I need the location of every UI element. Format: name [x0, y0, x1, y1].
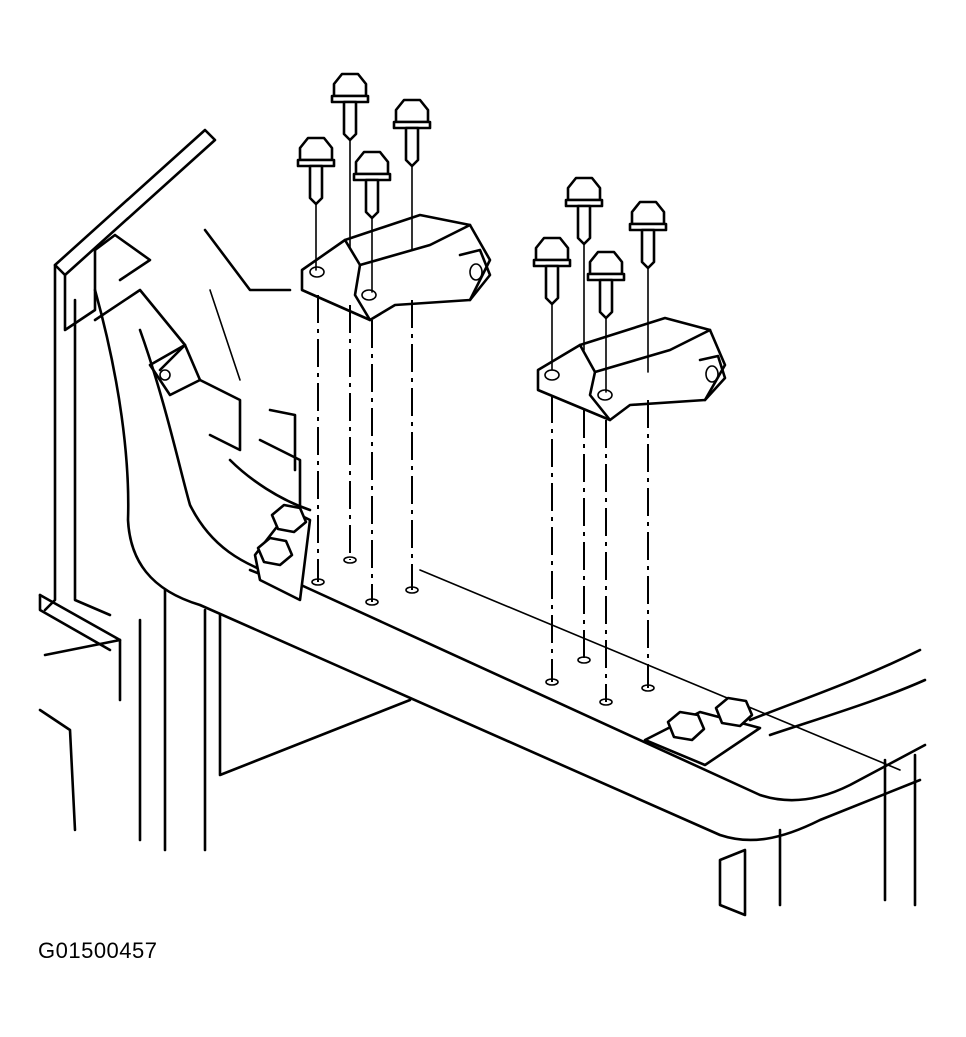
nut-icon — [256, 503, 308, 567]
bolt-icon — [628, 200, 668, 270]
left-bolt-set — [296, 72, 432, 606]
body-structure-left — [38, 128, 412, 852]
bolt-icon — [296, 136, 336, 206]
left-mounting-bracket — [300, 213, 492, 322]
right-mount-plate — [643, 696, 762, 767]
bolt-icon — [564, 176, 604, 246]
bolt-icon — [392, 98, 432, 168]
bolt-icon — [352, 150, 392, 220]
right-mounting-bracket — [536, 316, 727, 422]
left-mount-plate — [253, 503, 312, 602]
bolt-icon — [586, 250, 626, 320]
bolt-icon — [330, 72, 370, 142]
crossmember — [93, 288, 927, 917]
figure-id-label: G01500457 — [38, 938, 158, 963]
bolt-icon — [532, 236, 572, 306]
right-bolt-set — [532, 176, 668, 706]
nut-icon — [666, 696, 754, 742]
